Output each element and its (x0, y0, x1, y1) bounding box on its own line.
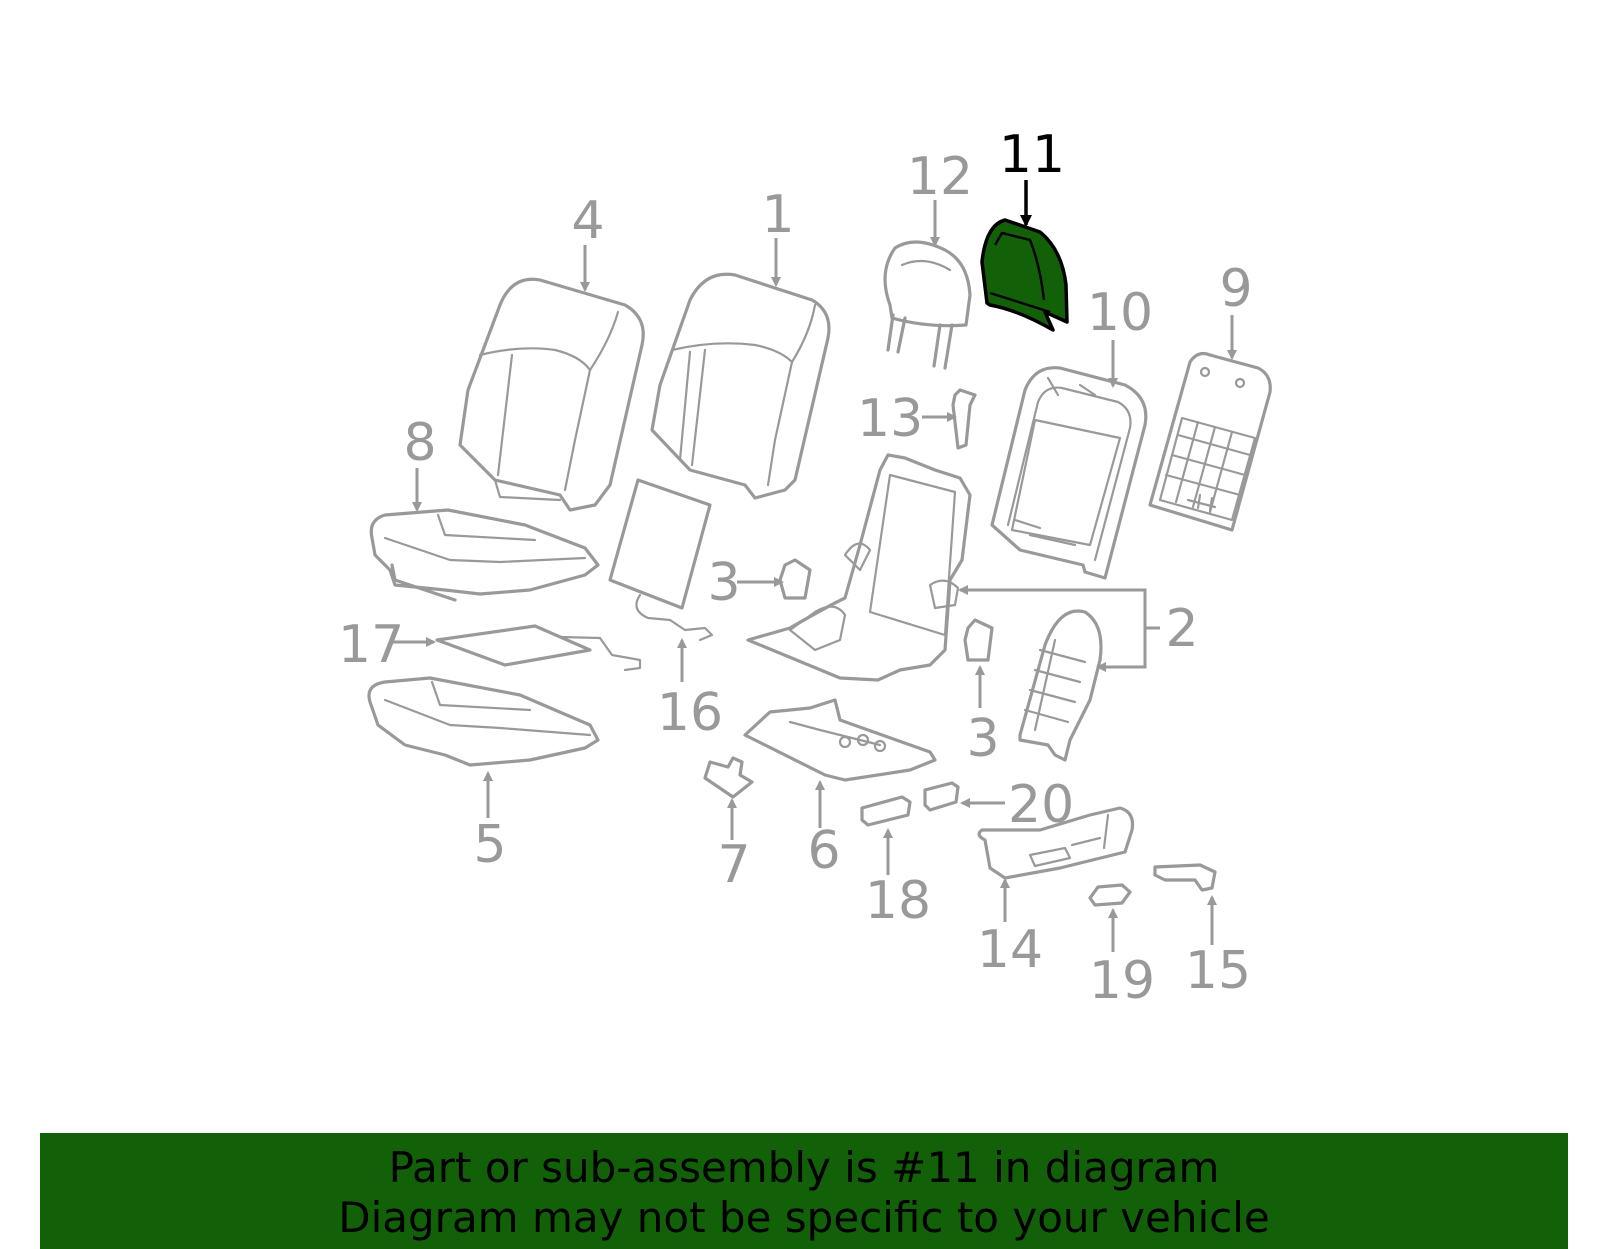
part-12-headrest[interactable] (883, 240, 972, 370)
callout-8: 8 (403, 413, 436, 473)
callout-3-right: 3 (966, 709, 999, 769)
callout-3-left: 3 (707, 553, 740, 613)
part-10-seatback-frame[interactable] (990, 366, 1148, 580)
callout-19: 19 (1089, 951, 1155, 1011)
part-4-seatback-cover[interactable] (458, 277, 645, 512)
callout-20: 20 (1008, 775, 1074, 835)
part-1-seatback-cover[interactable] (650, 272, 831, 500)
part-14-side-shield[interactable] (977, 806, 1135, 880)
part-18-cover[interactable] (860, 795, 912, 827)
part-15-handle[interactable] (1153, 863, 1217, 892)
part-6-seat-pan[interactable] (743, 698, 937, 782)
callout-15: 15 (1185, 941, 1251, 1001)
callout-2: 2 (1165, 599, 1198, 659)
callout-10: 10 (1087, 283, 1153, 343)
part-8-cushion-cover[interactable] (369, 508, 600, 602)
part-3-clip-upper[interactable] (778, 558, 812, 600)
part-2-seat-frame[interactable] (746, 453, 972, 682)
leader-lines (392, 180, 1237, 952)
part-17-heater-element[interactable] (435, 624, 642, 672)
callout-7: 7 (717, 835, 750, 895)
callout-18: 18 (865, 871, 931, 931)
part-19-knob[interactable] (1088, 883, 1132, 907)
callout-1: 1 (761, 185, 794, 245)
part-20-cover[interactable] (923, 781, 960, 812)
part-7-bracket[interactable] (703, 756, 754, 799)
part-3-clip-lower[interactable] (963, 618, 994, 662)
part-9-back-panel[interactable] (1148, 351, 1272, 532)
callout-13: 13 (857, 389, 923, 449)
callout-6: 6 (807, 821, 840, 881)
callout-4: 4 (571, 191, 604, 251)
callout-17: 17 (338, 615, 404, 675)
callout-9: 9 (1219, 259, 1252, 319)
part-5-cushion-pad[interactable] (367, 676, 600, 767)
info-banner: Part or sub-assembly is #11 in diagram D… (40, 1133, 1568, 1249)
part-2-recliner-mechanism[interactable] (1018, 609, 1103, 762)
banner-line-disclaimer: Diagram may not be specific to your vehi… (338, 1193, 1270, 1242)
callout-16: 16 (657, 683, 723, 743)
part-13-headrest-guide[interactable] (951, 388, 977, 450)
part-16-seat-heater-pad[interactable] (608, 478, 714, 642)
callout-12: 12 (907, 147, 973, 207)
callout-labels: 4 1 12 11 10 9 13 8 3 2 3 17 16 5 6 7 18… (338, 125, 1253, 1011)
part-11-headrest-cover[interactable] (980, 218, 1069, 332)
callout-5: 5 (473, 815, 506, 875)
banner-line-part: Part or sub-assembly is #11 in diagram (388, 1143, 1220, 1192)
callout-14: 14 (977, 920, 1043, 980)
callout-11: 11 (999, 125, 1065, 185)
